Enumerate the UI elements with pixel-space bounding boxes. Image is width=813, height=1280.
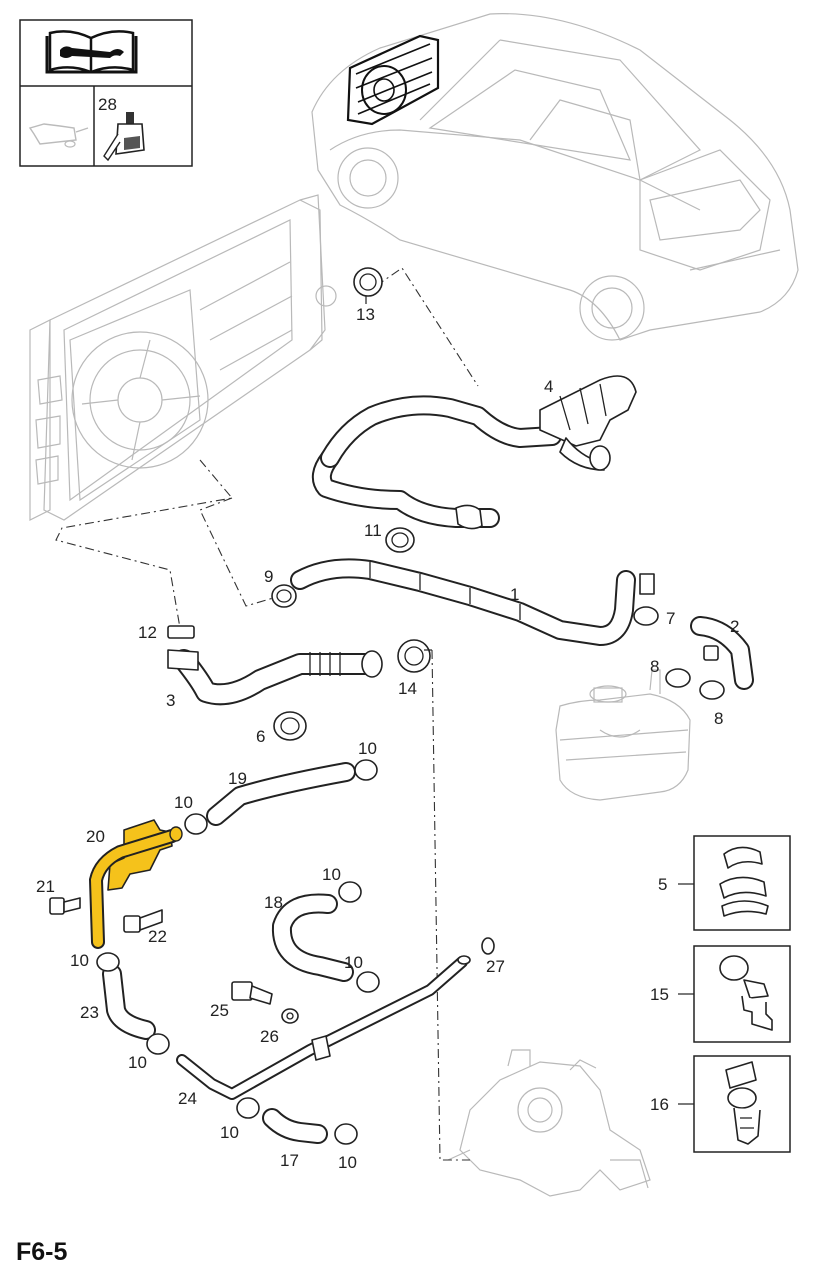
clamp-11 [385,527,415,553]
expansion-tank [555,669,691,801]
pipe-24 [176,955,471,1100]
sealant-bottle-icon [103,112,145,162]
callout-3: 3 [166,691,175,710]
clamp-12 [167,625,195,639]
callout-10-d: 10 [70,951,89,970]
clamp-10-g [236,1097,260,1119]
callout-22: 22 [148,927,167,946]
callout-17: 17 [280,1151,299,1170]
callout-19: 19 [228,769,247,788]
callout-4: 4 [544,377,553,396]
hose-4-assembly [311,375,637,530]
spring-clip-bracket-icon [719,955,773,1031]
bolt-21 [49,897,81,915]
clamp-14 [397,639,431,673]
callout-10-h: 10 [338,1153,357,1172]
clamp-10-b [184,813,208,835]
hose-clip-bracket-icon [725,1061,761,1145]
fasteners [49,897,495,1024]
header-item-number: 28 [98,95,117,114]
clamp-6 [273,711,307,741]
detail-box-16 [693,1055,791,1153]
callout-18: 18 [264,893,283,912]
clamp-10-d [96,952,120,972]
clamp-8b [699,680,725,700]
callout-20: 20 [86,827,105,846]
clamp-10-h [334,1123,358,1145]
part-callouts: 1 2 3 4 5 6 7 8 8 9 10 10 10 10 10 10 10… [36,305,739,1172]
detail-box-15 [693,945,791,1043]
callout-21: 21 [36,877,55,896]
callout-8a: 8 [650,657,659,676]
callout-10-e: 10 [344,953,363,972]
callout-10-g: 10 [220,1123,239,1142]
clamp-9 [271,584,297,608]
seal-27 [481,937,495,955]
clamp-10-f [146,1033,170,1055]
connection-lines [55,267,479,1161]
washer-26 [281,1008,299,1024]
callout-8b: 8 [714,709,723,728]
diagram-code: F6-5 [16,1238,68,1266]
leader-lines [365,296,694,1105]
clamp-8a [665,668,691,688]
vehicle-outline [311,13,799,341]
bolt-22 [123,909,163,933]
hose-18 [271,893,354,982]
part-20-highlighted [88,819,183,949]
detail-box-5 [693,835,791,931]
callout-14: 14 [398,679,417,698]
double-clip-icon [719,846,769,917]
callout-1: 1 [510,585,519,604]
hose-1 [290,558,655,646]
oil-can-icon [28,123,89,148]
hose-23 [102,964,156,1040]
hose-clamps [96,267,725,1145]
callout-10-b: 10 [174,793,193,812]
callout-15: 15 [650,985,669,1004]
clamp-13 [353,267,383,297]
clamp-7 [633,606,659,626]
hose-17 [262,1108,328,1144]
callout-27: 27 [486,957,505,976]
bolt-25 [231,981,273,1005]
clamp-10-e [356,971,380,993]
thermostat-housing [447,1049,651,1197]
callout-12: 12 [138,623,157,642]
repair-manual-wrench-icon [45,30,138,74]
hose-3 [167,649,383,706]
callout-10-f: 10 [128,1053,147,1072]
hose-2 [690,616,754,690]
callout-10-c: 10 [322,865,341,884]
callout-9: 9 [264,567,273,586]
callout-10-a: 10 [358,739,377,758]
hose-19 [206,762,356,826]
callout-25: 25 [210,1001,229,1020]
callout-24: 24 [178,1089,197,1108]
callout-5: 5 [658,875,667,894]
header-box: 28 [19,19,193,167]
callout-7: 7 [666,609,675,628]
clamp-10-c [338,881,362,903]
callout-6: 6 [256,727,265,746]
callout-16: 16 [650,1095,669,1114]
clamp-10-a [354,759,378,781]
callout-2: 2 [730,617,739,636]
callout-26: 26 [260,1027,279,1046]
callout-23: 23 [80,1003,99,1022]
radiator-fan-assembly [29,194,337,521]
callout-13: 13 [356,305,375,324]
callout-11: 11 [364,521,382,540]
